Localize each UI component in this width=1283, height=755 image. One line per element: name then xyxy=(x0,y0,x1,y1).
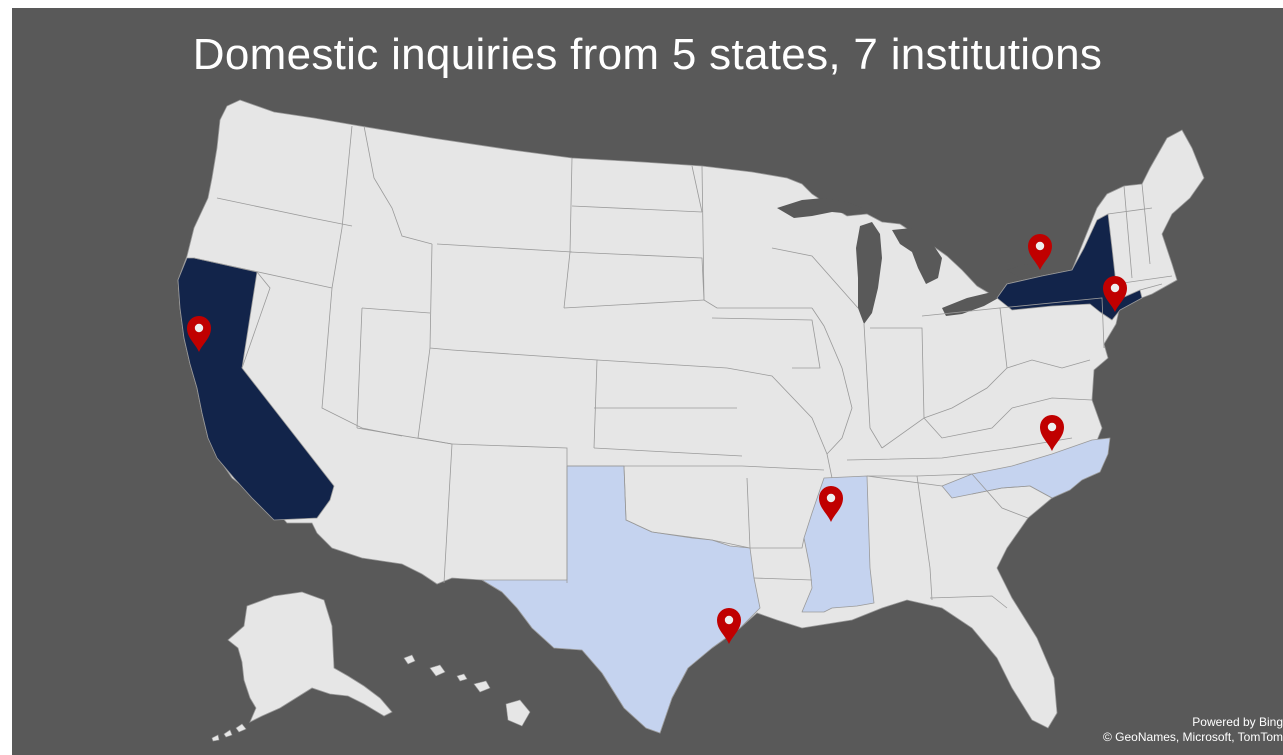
hawaii-islands xyxy=(403,654,531,727)
lake-huron xyxy=(892,228,942,284)
powered-by-text: Powered by Bing xyxy=(1192,715,1283,729)
map-pin-icon xyxy=(819,486,843,522)
map-pin-icon xyxy=(1028,234,1052,270)
marker-california xyxy=(187,316,211,352)
map-pin-icon xyxy=(187,316,211,352)
map-pin-icon xyxy=(1103,276,1127,312)
map-pin-icon xyxy=(717,608,741,644)
alaska-islands xyxy=(211,723,247,742)
marker-mississippi xyxy=(819,486,843,522)
lake-ontario xyxy=(1007,264,1047,278)
map-credits: Powered by Bing © GeoNames, Microsoft, T… xyxy=(1103,715,1283,745)
us-map xyxy=(177,99,1205,742)
lake-superior xyxy=(777,198,862,218)
marker-north-carolina xyxy=(1040,415,1064,451)
map-pin-icon xyxy=(1040,415,1064,451)
marker-new-york-upstate xyxy=(1028,234,1052,270)
copyright-text: © GeoNames, Microsoft, TomTom xyxy=(1103,730,1283,744)
marker-new-york-city xyxy=(1103,276,1127,312)
map-title: Domestic inquiries from 5 states, 7 inst… xyxy=(192,30,1103,79)
state-texas xyxy=(481,465,761,734)
alaska-landmass xyxy=(227,591,393,723)
lake-michigan xyxy=(856,222,882,324)
marker-texas xyxy=(717,608,741,644)
state-borders xyxy=(193,125,1173,609)
map-frame: Domestic inquiries from 5 states, 7 inst… xyxy=(12,8,1283,755)
lake-erie xyxy=(942,292,1002,316)
state-california xyxy=(177,257,335,521)
